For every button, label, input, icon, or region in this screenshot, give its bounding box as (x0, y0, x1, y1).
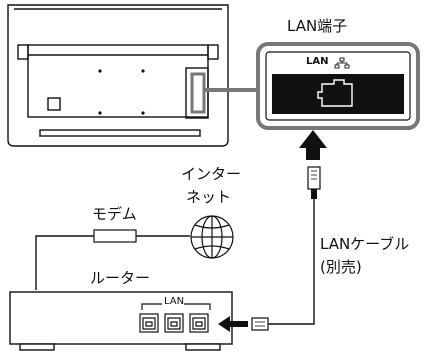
router (9, 291, 233, 351)
lan-cable (266, 199, 315, 325)
lan-plug-side (251, 317, 269, 331)
tv-port-highlight (190, 72, 206, 114)
arrow-up-to-port (299, 130, 327, 160)
modem-cable (35, 235, 190, 290)
router-lan-label: LAN (164, 296, 185, 307)
tv-outline (7, 4, 229, 147)
modem-label: モデム (92, 205, 137, 223)
lan-port-panel-label: LAN (306, 56, 329, 67)
modem-box (93, 229, 137, 243)
router-label: ルーター (90, 269, 151, 287)
lan-port-title: LAN端子 (287, 17, 348, 35)
internet-globe-icon (190, 215, 234, 259)
internet-label-line2: ネット (186, 188, 232, 206)
router-lan-ports (139, 313, 209, 333)
internet-label-line1: インター (181, 165, 242, 183)
cable-label-line1: LANケーブル (320, 235, 410, 253)
lan-socket-outline (317, 79, 353, 107)
network-icon (334, 57, 350, 69)
tv-bracket-right (207, 44, 219, 60)
tv-rear-panel (27, 44, 209, 118)
arrow-left-to-router (218, 316, 248, 332)
lan-plug-top (307, 166, 321, 199)
tv-stand-slot (47, 97, 61, 111)
tv-port-bay (185, 67, 209, 119)
lan-port-detail (256, 42, 420, 130)
tv-back (7, 4, 229, 147)
tv-bracket-left (17, 44, 29, 60)
tv-screws (98, 69, 145, 115)
cable-label-line2: (別売) (320, 258, 362, 276)
tv-bottom-rail (39, 129, 201, 137)
